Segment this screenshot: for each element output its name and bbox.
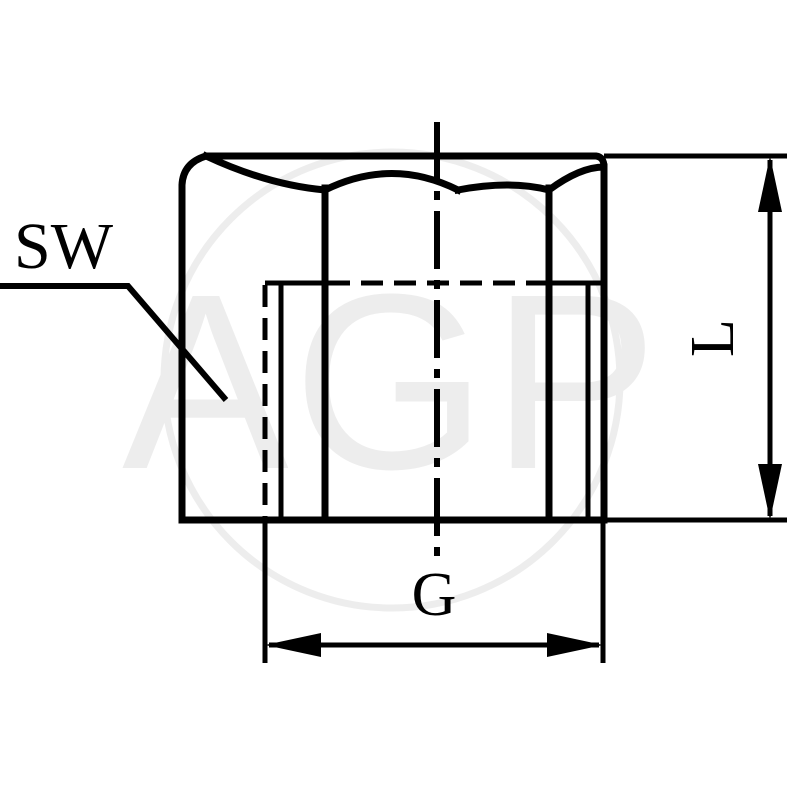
thread-label: G bbox=[412, 561, 457, 629]
chamfer-arc-right bbox=[544, 163, 608, 195]
chamfer-arc-center-right bbox=[453, 181, 554, 195]
length-arrow-down-icon bbox=[758, 464, 782, 520]
length-label: L bbox=[679, 319, 747, 357]
watermark-circle-icon bbox=[160, 148, 624, 612]
length-label-wrap: L bbox=[679, 319, 747, 357]
length-dimension-group: L bbox=[604, 153, 787, 523]
sw-callout-group: SW bbox=[0, 210, 229, 402]
chamfer-arc-center-left bbox=[320, 170, 463, 195]
sw-label: SW bbox=[14, 210, 114, 283]
thread-dimension-group: G bbox=[262, 520, 606, 663]
watermark-group: AGP bbox=[122, 148, 658, 612]
thread-arrow-right-icon bbox=[547, 633, 603, 657]
sw-leader-line bbox=[0, 283, 229, 402]
thread-arrow-left-icon bbox=[265, 633, 321, 657]
nut-body-outline bbox=[178, 151, 608, 524]
chamfer-arc-left bbox=[201, 151, 329, 194]
length-arrow-up-icon bbox=[758, 156, 782, 212]
